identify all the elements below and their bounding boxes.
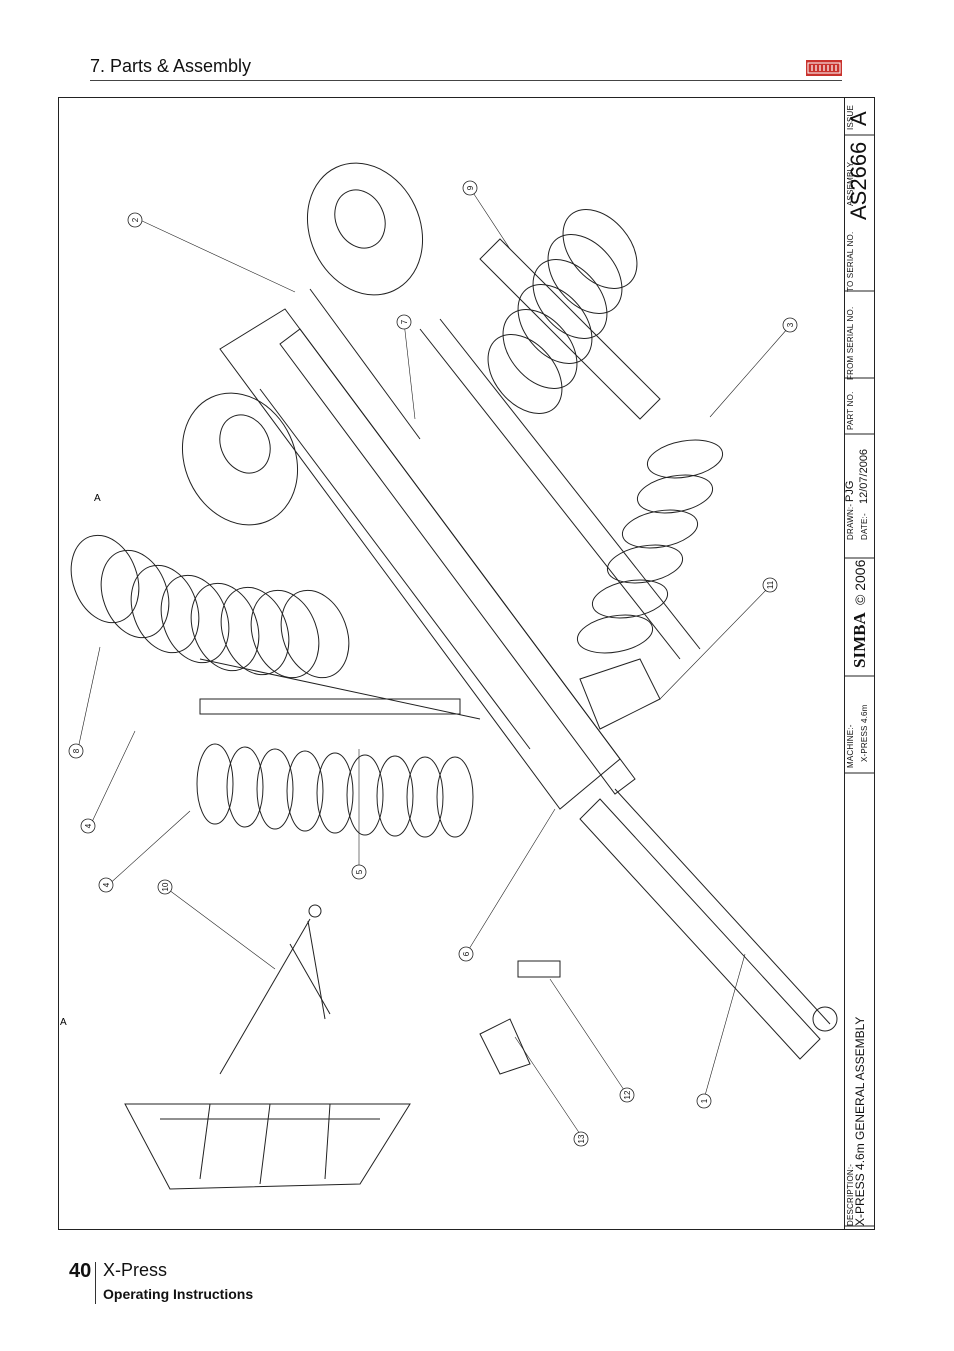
callout-4a: 4 bbox=[84, 823, 93, 828]
section-mark-a-lower: A bbox=[60, 1017, 67, 1028]
callout-4b: 4 bbox=[102, 882, 111, 887]
callout-2-circle bbox=[127, 212, 143, 228]
title-block-divider bbox=[844, 98, 845, 1229]
document-subtitle: Operating Instructions bbox=[103, 1286, 254, 1302]
callout-4b-circle bbox=[98, 877, 114, 893]
callout-4a-circle bbox=[80, 818, 96, 834]
section-mark-a-upper: A bbox=[94, 493, 101, 504]
callout-8: 8 bbox=[72, 748, 81, 753]
callout-10: 10 bbox=[161, 882, 170, 891]
callout-11-circle bbox=[762, 577, 778, 593]
drawing-frame bbox=[58, 97, 875, 1230]
title-block-separators bbox=[844, 134, 874, 1227]
callout-10-circle bbox=[157, 879, 173, 895]
callout-12: 12 bbox=[623, 1090, 632, 1099]
callout-11: 11 bbox=[766, 580, 775, 589]
callout-7-circle bbox=[396, 314, 412, 330]
assembly-drawing: A A 1 2 3 4 4 bbox=[60, 162, 838, 1190]
section-title: 7. Parts & Assembly bbox=[90, 56, 252, 76]
header-rule bbox=[90, 80, 842, 81]
callout-13: 13 bbox=[577, 1134, 586, 1143]
callout-8-circle bbox=[68, 743, 84, 759]
callout-13-circle bbox=[573, 1131, 589, 1147]
callout-2: 2 bbox=[131, 217, 140, 222]
page-number: 40 bbox=[69, 1260, 92, 1282]
callout-6-circle bbox=[458, 946, 474, 962]
callout-1-circle bbox=[696, 1093, 712, 1109]
callout-12-circle bbox=[619, 1087, 635, 1103]
callout-6: 6 bbox=[462, 951, 471, 956]
callout-7: 7 bbox=[400, 319, 409, 324]
simba-logo bbox=[806, 60, 842, 76]
callout-3-circle bbox=[782, 317, 798, 333]
callout-9: 9 bbox=[466, 185, 475, 190]
callout-5-circle bbox=[351, 864, 367, 880]
callout-9-circle bbox=[462, 180, 478, 196]
product-name: X-Press bbox=[103, 1260, 168, 1280]
callout-3: 3 bbox=[786, 322, 795, 327]
callout-5: 5 bbox=[355, 869, 364, 874]
callout-1: 1 bbox=[700, 1098, 709, 1103]
footer-divider bbox=[95, 1262, 96, 1304]
